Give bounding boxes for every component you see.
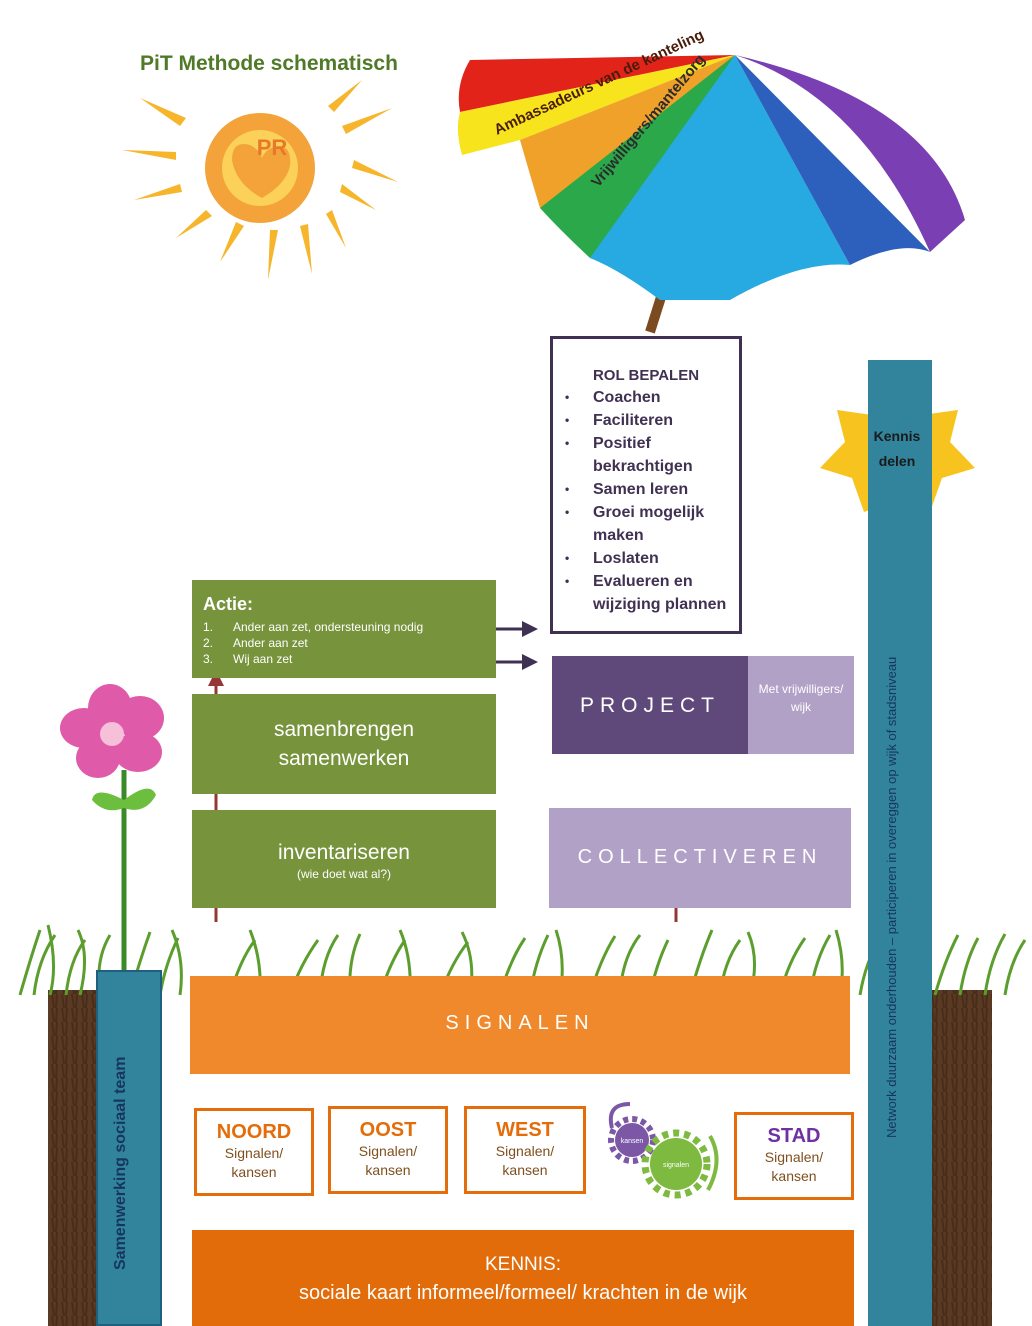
actie-text: Ander aan zet, ondersteuning nodig [233,620,424,634]
collectiveren-label: COLLECTIVEREN [577,846,823,868]
actie-num: 3. [203,652,214,666]
project-note: Met vrijwilligers/ wijk [758,682,844,714]
star-line-2: delen [878,453,916,469]
page-title: PiT Methode schematisch [140,52,398,75]
samen-line-2: samenwerken [278,747,410,770]
collectiveren-box [549,808,851,908]
actie-item: 2. Ander aan zet [203,635,486,651]
inventariseren-box: inventariseren (wie doet wat al?) [192,810,496,908]
actie-item: 3. Wij aan zet [203,651,486,667]
actie-num: 2. [203,636,214,650]
region-sub: Signalen/ [495,1143,555,1159]
star-line-1: Kennis [873,428,921,444]
actie-num: 1. [203,620,214,634]
actie-text: Wij aan zet [233,652,293,666]
right-bar-label: Network duurzaam onderhouden – participe… [884,656,899,1138]
rol-item: Positief bekrachtigen [565,432,739,478]
region-sub: kansen [365,1162,411,1178]
signalen-box [190,976,850,1074]
region-name: STAD [767,1125,821,1147]
region-sub: Signalen/ [764,1149,824,1165]
samen-box: samenbrengen samenwerken [192,694,496,794]
region-noord: NOORD Signalen/ kansen [194,1108,314,1196]
gear-large-label: signalen [663,1162,689,1169]
region-name: NOORD [216,1121,292,1143]
right-bar [868,360,932,1326]
rol-bepalen-box: ROL BEPALEN Coachen Faciliteren Positief… [550,336,742,634]
sun-label: PR [257,135,288,160]
gear-small-label: kansen [621,1138,644,1145]
left-bar-label: Samenwerking sociaal team [112,1056,129,1270]
left-bar [96,970,162,1326]
region-sub: kansen [502,1162,548,1178]
flower-icon [60,684,164,975]
region-oost: OOST Signalen/ kansen [328,1106,448,1194]
sun-icon [122,80,398,280]
rol-item: Coachen [565,386,739,409]
rol-list: Coachen Faciliteren Positief bekrachtige… [553,386,739,616]
region-sub: kansen [231,1164,277,1180]
rol-item: Loslaten [565,547,739,570]
region-sub: Signalen/ [224,1145,284,1161]
star-text: Kennis delen [857,424,937,474]
actie-heading: Actie: [203,594,254,614]
inventariseren-sub: (wie doet wat al?) [296,867,392,881]
project-label: PROJECT [579,694,720,717]
kennis-line-2: sociale kaart informeel/formeel/ krachte… [299,1282,747,1304]
kennis-line-1: KENNIS: [484,1254,562,1275]
soil [48,990,992,1326]
kennis-box: KENNIS: sociale kaart informeel/formeel/… [192,1230,854,1326]
samen-line-1: samenbrengen [273,718,415,741]
region-name: WEST [496,1119,554,1141]
actie-item: 1. Ander aan zet, ondersteuning nodig [203,619,486,635]
actie-text: Ander aan zet [233,636,308,650]
gears-icon: kansen signalen [608,1102,719,1199]
umbrella-icon [457,55,965,334]
signalen-label: SIGNALEN [445,1012,595,1034]
rol-item: Samen leren [565,478,739,501]
rol-heading: ROL BEPALEN [592,367,700,384]
grass [18,924,1027,996]
region-name: OOST [359,1119,417,1141]
project-note-box [748,656,854,754]
inventariseren-label: inventariseren [278,841,410,864]
actie-box: Actie: 1. Ander aan zet, ondersteuning no… [192,580,496,678]
region-stad: STAD Signalen/ kansen [734,1112,854,1200]
rol-item: Groei mogelijk maken [565,501,739,547]
rol-item: Evalueren en wijziging plannen [565,570,739,616]
region-sub: kansen [771,1168,817,1184]
region-west: WEST Signalen/ kansen [464,1106,586,1194]
project-box [552,656,748,754]
region-sub: Signalen/ [358,1143,418,1159]
rol-item: Faciliteren [565,409,739,432]
